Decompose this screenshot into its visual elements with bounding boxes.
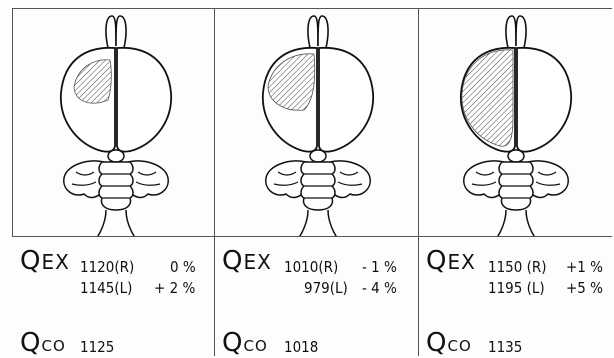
- qex-label-2: QEX: [222, 246, 272, 276]
- qex-r-change-1: 0 %: [170, 258, 196, 276]
- qex-r-change-2: - 1 %: [362, 258, 397, 276]
- qco-label-3: QCO: [426, 328, 472, 358]
- divider-line: [12, 236, 612, 237]
- qex-r-value-3: 1150 (R): [488, 258, 547, 276]
- brain-diagram-2: [263, 16, 373, 236]
- qex-label-3: QEX: [426, 246, 476, 276]
- qco-value-3: 1135: [488, 338, 522, 356]
- qex-l-value-1: 1145(L): [80, 279, 132, 297]
- qex-l-value-3: 1195 (L): [488, 279, 545, 297]
- qco-value-2: 1018: [284, 338, 318, 356]
- qex-r-value-1: 1120(R): [80, 258, 134, 276]
- brain-diagram-1: [61, 16, 171, 236]
- brain-drawings: [0, 0, 614, 236]
- lesion-area-3: [462, 50, 513, 146]
- qex-l-change-3: +5 %: [566, 279, 603, 297]
- qco-label-1: QCO: [20, 328, 66, 358]
- qex-r-change-3: +1 %: [566, 258, 603, 276]
- qco-label-2: QCO: [222, 328, 268, 358]
- qex-l-change-1: + 2 %: [154, 279, 195, 297]
- qex-l-change-2: - 4 %: [362, 279, 397, 297]
- qex-r-value-2: 1010(R): [284, 258, 338, 276]
- brain-diagram-3: [461, 16, 571, 236]
- qex-label-1: QEX: [20, 246, 70, 276]
- qex-l-value-2: 979(L): [304, 279, 348, 297]
- qco-value-1: 1125: [80, 338, 114, 356]
